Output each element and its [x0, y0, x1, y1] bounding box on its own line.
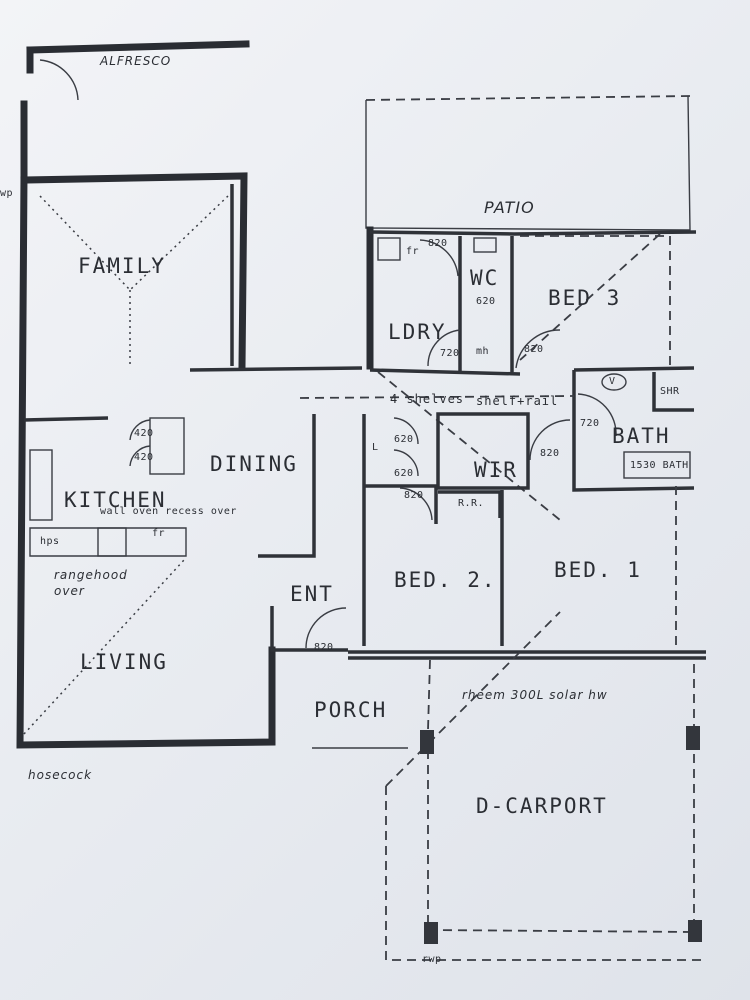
- wc-walls: [458, 236, 514, 372]
- kitchen-bench-top: [23, 416, 109, 422]
- note-rangehood-over: over: [54, 584, 85, 598]
- door-size-pantry-2: 420: [134, 452, 154, 463]
- note-shelves: 4 shelves: [390, 392, 465, 406]
- alfresco-beam: [26, 40, 250, 54]
- note-vanity: V: [609, 376, 616, 387]
- room-label-bed3: BED 3: [548, 286, 622, 310]
- door-size-laundry-top: 820: [428, 238, 448, 249]
- bed3-door-swing: [515, 329, 561, 369]
- note-linen: L: [372, 442, 379, 453]
- bath-walls: [572, 366, 695, 492]
- room-label-bed2: BED. 2.: [394, 568, 497, 592]
- note-robe-rail: R.R.: [458, 498, 485, 509]
- door-size-wir: 820: [540, 448, 560, 459]
- door-size-pantry-1: 420: [134, 428, 154, 439]
- carport-post-ne: [686, 726, 700, 750]
- laundry-door-swing-bottom: [427, 329, 461, 367]
- room-label-entry: ENT: [290, 582, 334, 606]
- note-fridge-laundry: fr: [406, 246, 420, 257]
- rear-wall: [369, 230, 697, 236]
- room-label-wir: WIR: [474, 458, 518, 482]
- room-label-kitchen: KITCHEN: [64, 488, 167, 512]
- alfresco-door-swing: [39, 59, 79, 101]
- bed3-outline: [520, 235, 671, 370]
- room-label-carport: D-CARPORT: [476, 794, 608, 818]
- dishwasher: [97, 527, 127, 557]
- dining-east-wall: [258, 414, 316, 558]
- note-bath-size: 1530 BATH: [630, 460, 689, 471]
- carport-post-se: [688, 920, 702, 942]
- laundry-tub: [377, 237, 401, 261]
- hall-diagonal: [377, 371, 561, 521]
- bath-tub: [623, 451, 691, 479]
- note-hps: hps: [40, 536, 60, 547]
- carport-roof-line: [385, 786, 704, 961]
- note-mh: mh: [476, 346, 490, 357]
- note-rangehood: rangehood: [54, 568, 128, 582]
- room-label-patio: PATIO: [484, 198, 535, 217]
- room-label-wc: WC: [470, 266, 500, 290]
- room-label-dining: DINING: [210, 452, 298, 476]
- kitchen-cooktop: [29, 449, 53, 521]
- kitchen-island: [29, 527, 187, 557]
- patio-roof-line: [365, 95, 691, 101]
- patio-outline: [365, 95, 691, 231]
- carport-post-nw: [420, 730, 434, 754]
- note-shower: SHR: [660, 386, 680, 397]
- laundry-south-wall: [369, 368, 521, 376]
- note-wall-oven: wall oven recess over: [100, 506, 237, 517]
- family-walls: [20, 172, 248, 370]
- laundry-door-swing-top: [419, 239, 459, 277]
- note-hosecock: hosecock: [28, 768, 93, 782]
- wir-walls: [436, 412, 530, 490]
- shower-walls: [652, 372, 694, 412]
- room-label-bed1: BED. 1: [554, 558, 642, 582]
- family-ceiling-lines: [39, 195, 229, 366]
- entry-walls: [270, 606, 348, 652]
- door-size-linen-2: 620: [394, 468, 414, 479]
- wir-door-swing: [529, 419, 571, 461]
- door-size-linen-1: 620: [394, 434, 414, 445]
- linen-walls: [362, 414, 438, 646]
- room-label-porch: PORCH: [314, 698, 388, 722]
- living-ceiling-line: [23, 559, 185, 735]
- door-size-laundry-bottom: 720: [440, 348, 460, 359]
- bed3-diagonal: [519, 233, 661, 361]
- wc-cistern: [473, 237, 497, 253]
- rr-walls: [438, 490, 502, 518]
- room-label-bath: BATH: [612, 424, 671, 448]
- hall-line: [299, 395, 575, 399]
- vanity-basin: [601, 373, 627, 391]
- door-size-bath: 720: [580, 418, 600, 429]
- pantry: [149, 417, 185, 475]
- pantry-door-swings: [129, 419, 151, 467]
- carport-post-sw: [424, 922, 438, 944]
- room-label-laundry: LDRY: [388, 320, 447, 344]
- door-size-linen-3: 820: [404, 490, 424, 501]
- room-label-family: FAMILY: [78, 254, 166, 278]
- note-rwp: rwp: [422, 954, 442, 965]
- linen-door-swings: [393, 417, 433, 521]
- door-size-bed3: 820: [524, 344, 544, 355]
- family-south-wall: [189, 366, 363, 372]
- note-hot-water: rheem 300L solar hw: [462, 688, 608, 702]
- west-exterior-wall: [16, 100, 276, 749]
- note-fridge-kitchen: fr: [152, 528, 166, 539]
- note-wp: wp: [0, 188, 14, 199]
- door-size-wc: 620: [476, 296, 496, 307]
- door-size-entry: 820: [314, 642, 334, 653]
- note-shelf-rail: shelf+rail: [476, 394, 559, 408]
- bath-door-swing: [577, 393, 617, 437]
- room-label-living: LIVING: [80, 650, 168, 674]
- room-label-alfresco: ALFRESCO: [100, 54, 172, 68]
- entry-door-swing: [305, 607, 347, 649]
- carport-diagonal: [385, 611, 561, 787]
